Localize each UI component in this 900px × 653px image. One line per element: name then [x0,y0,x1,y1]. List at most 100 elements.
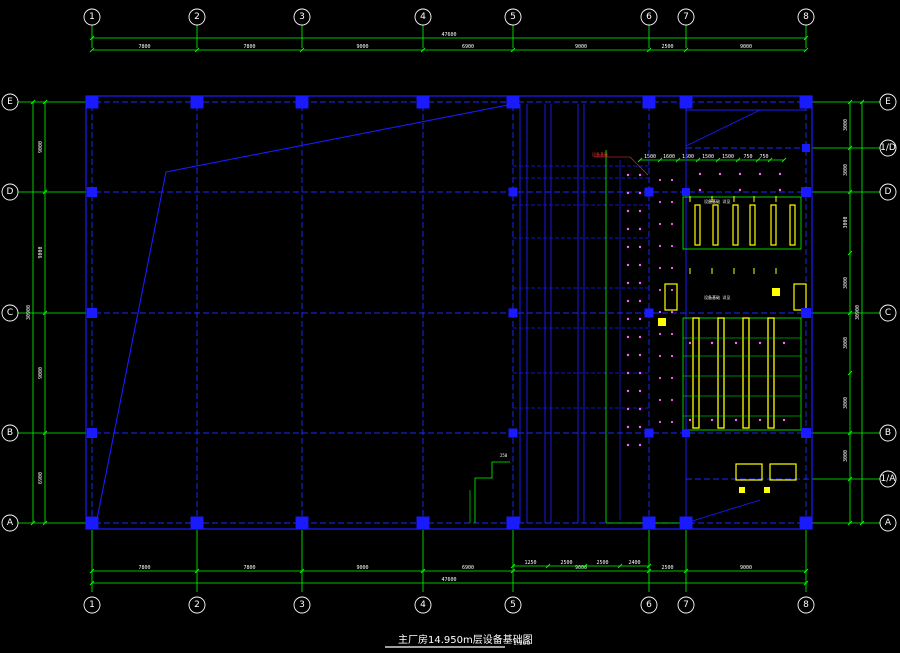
anchor-bolt [638,335,642,339]
anchor-bolt [658,332,662,336]
drawing-title: 主厂房14.950m层设备基础图 [398,633,533,646]
dim-cluster-tick [715,157,721,163]
anchor-bolt [688,341,692,345]
dim-top-tick [194,47,200,53]
anchor-bolt [626,263,630,267]
anchor-bolt [626,317,630,321]
anchor-bolt [658,222,662,226]
dim-right-label: 3000 [843,277,849,289]
axis-bubble-right-circle [879,424,897,442]
column [190,95,204,109]
anchor-bolt [698,172,702,176]
dim-bottom-tick [299,568,305,574]
elevation-note: 250 [500,453,508,458]
anchor-bolt [658,288,662,292]
axis-bubble-bottom-circle [504,596,522,614]
equipment-marker [772,288,780,296]
anchor-bolt [658,310,662,314]
axis-bubble-right-circle [879,514,897,532]
anchor-bolt [738,188,742,192]
axis-bubble-top-label: 6 [646,12,652,22]
anchor-bolt [658,376,662,380]
anchor-bolt [658,200,662,204]
dim-top-label: 2500 [661,44,673,50]
equipment-layer [626,172,807,493]
dim-top-tick [89,47,95,53]
pad-label-lower: 设备基础 详见 [704,294,730,300]
column [682,188,690,196]
anchor-bolt [758,172,762,176]
equipment-pad [692,317,700,429]
column [87,428,97,438]
anchor-bolt [658,354,662,358]
axis-bubble-bottom-circle [640,596,658,614]
anchor-bolt [638,173,642,177]
anchor-bolt [626,173,630,177]
axis-bubble-right-label: A [885,518,892,528]
column [801,187,811,197]
axis-bubble-bottom-label: 6 [646,600,652,610]
step-outline [474,461,510,523]
anchor-bolt [670,200,674,204]
equipment-pad [770,204,777,246]
axis-bubble-right-label: C [885,308,891,318]
dim-cluster-tick [755,157,761,163]
anchor-bolt [670,332,674,336]
axis-bubble-right-label: E [885,97,891,107]
dim-left-label: 9000 [38,367,44,379]
column [799,95,813,109]
anchor-bolt [638,425,642,429]
anchor-bolt [718,172,722,176]
axis-bubble-secondary-circle [879,470,897,488]
axis-bubble-secondary-circle [879,139,897,157]
anchor-bolt [670,266,674,270]
axis-bubble-right-label: D [885,187,892,197]
equipment-pad [767,317,775,429]
anchor-bolt [626,209,630,213]
anchor-bolt [638,371,642,375]
anchor-bolt [638,191,642,195]
anchor-bolt [670,244,674,248]
axis-bubble-bottom-circle [188,596,206,614]
anchor-bolt [658,244,662,248]
dim-cluster-tick [637,157,643,163]
equipment-zone-upper [682,196,802,250]
axis-bubble-top-circle [640,8,658,26]
dim-left-tick [42,520,48,526]
anchor-bolt [658,398,662,402]
dim-cluster-tick [781,157,787,163]
dim-top-tick [420,47,426,53]
anchor-bolt [638,353,642,357]
axis-bubble-bottom-circle [677,596,695,614]
equipment-box-right [793,283,807,311]
equipment-marker [658,318,666,326]
dim-right-label: 3000 [843,216,849,228]
column [85,95,99,109]
axis-bubble-left-label: D [7,187,14,197]
dim-cluster-tick [735,157,741,163]
dim-cluster-label: 1500 [702,154,714,160]
column [508,308,518,318]
red-note-label: 设备基础 [592,151,608,157]
dim-cluster-label: 1500 [682,154,694,160]
axis-bubble-left-label: B [7,428,13,438]
column [508,187,518,197]
anchor-bolt [626,299,630,303]
axis-bubble-left-label: A [7,518,14,528]
axis-bubble-top-circle [797,8,815,26]
dim-bottom-total-label: 47600 [441,577,456,583]
pad-label-upper: 设备基础 详见 [704,198,730,204]
anchor-bolt [638,263,642,267]
axis-bubble-top-circle [504,8,522,26]
dim-bottom-label: 9000 [356,565,368,571]
axis-bubble-top-label: 8 [803,12,809,22]
anchor-bolt [658,178,662,182]
equipment-box-left [664,283,678,311]
anchor-bolt [626,191,630,195]
column [682,429,690,437]
axis-bubble-bottom-label: 3 [299,600,305,610]
anchor-bolt [638,317,642,321]
dim-bottom-sub-tick [646,563,652,569]
